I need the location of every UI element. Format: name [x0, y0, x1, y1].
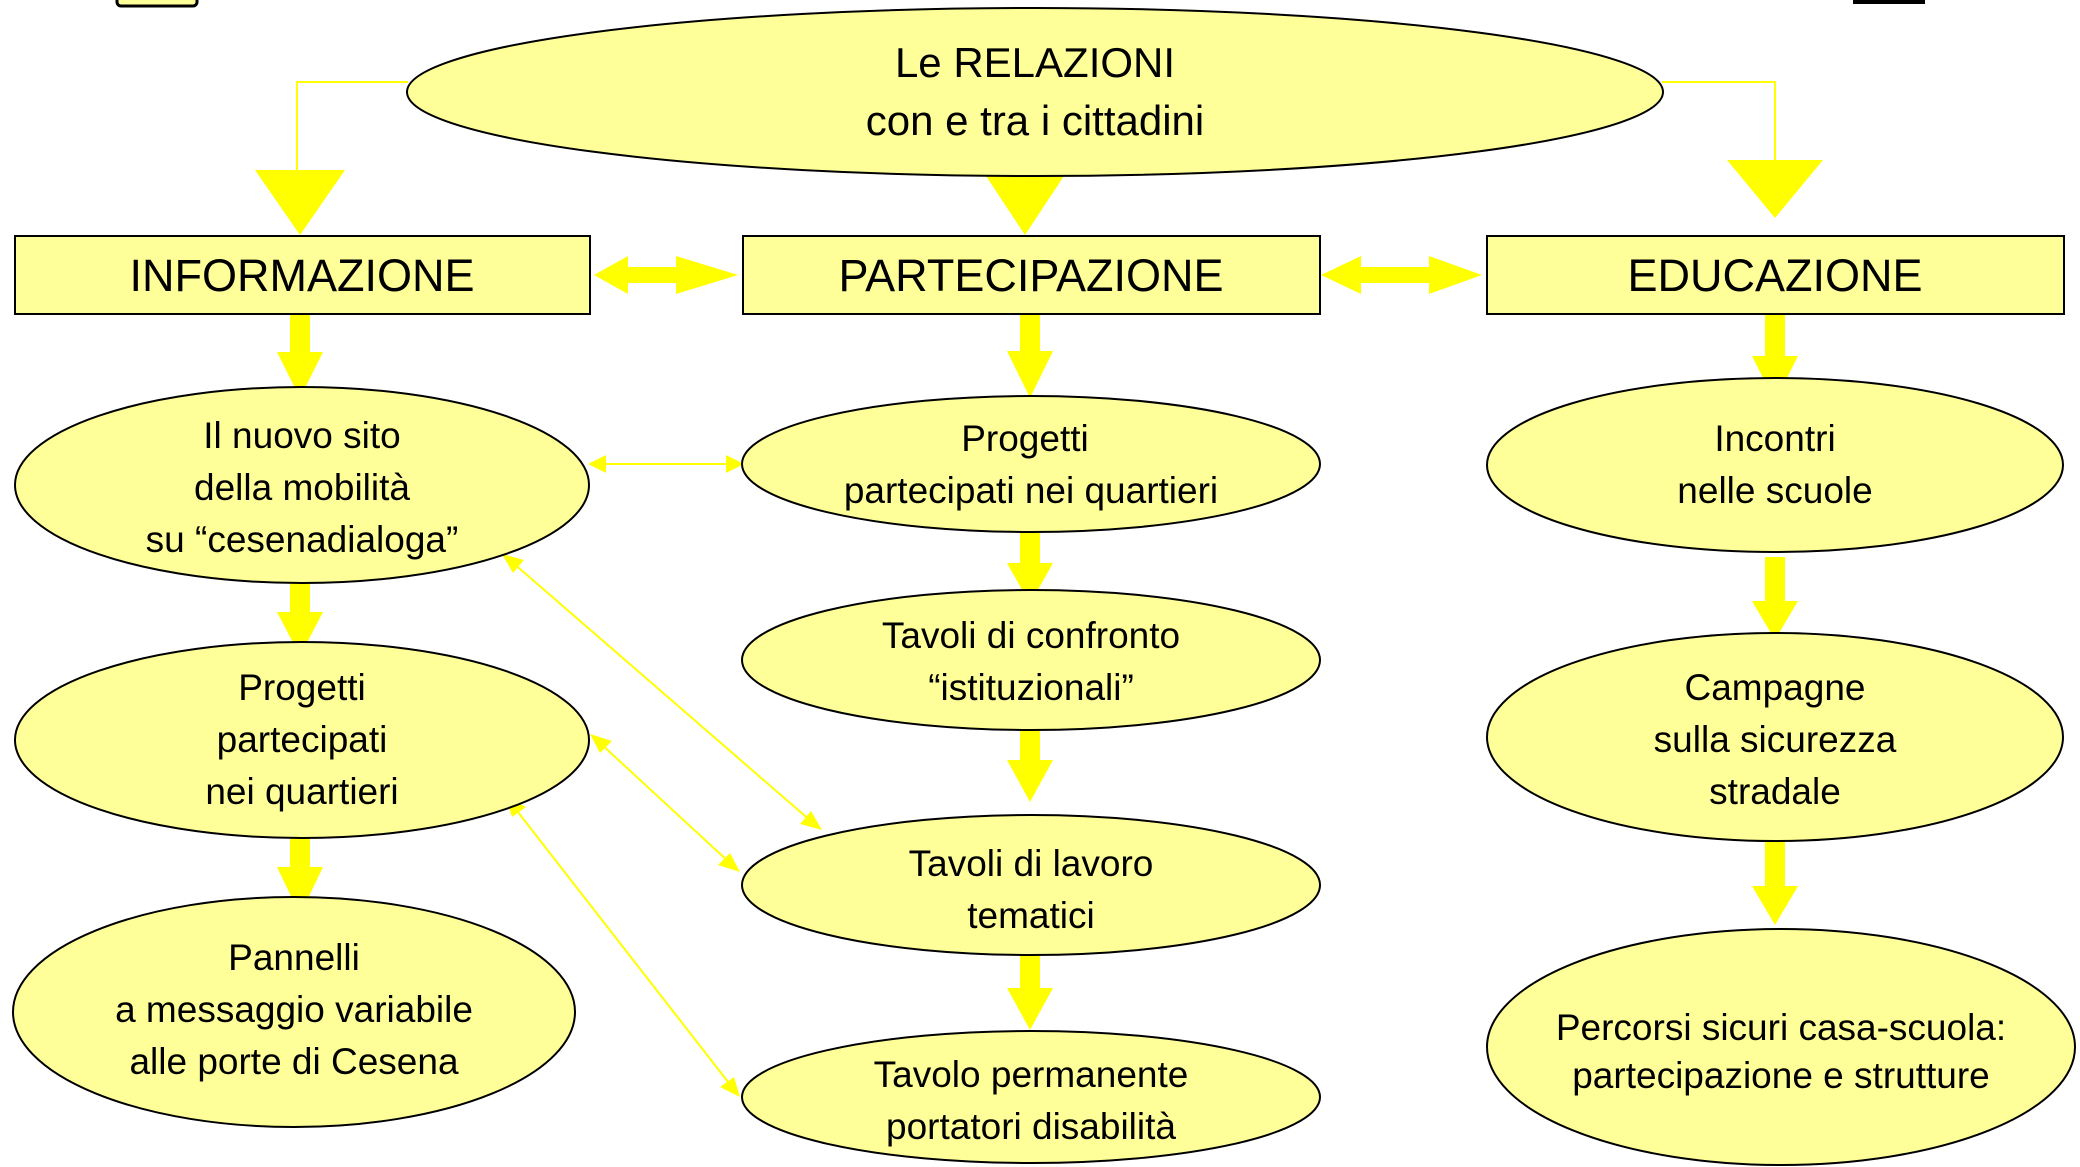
- node-tavoli-confronto: Tavoli di confronto “istituzionali”: [741, 589, 1321, 731]
- header-educazione: EDUCAZIONE: [1486, 235, 2065, 315]
- node-progetti-partecipazione-line-2: partecipati nei quartieri: [844, 470, 1218, 511]
- node-progetti-informazione: Progetti partecipati nei quartieri: [14, 641, 590, 839]
- node-progetti-partecipazione: Progetti partecipati nei quartieri: [741, 395, 1321, 533]
- header-partecipazione: PARTECIPAZIONE: [742, 235, 1321, 315]
- node-percorsi-line-1: Percorsi sicuri casa-scuola:: [1556, 1007, 2006, 1048]
- node-percorsi-line-2: partecipazione e strutture: [1572, 1055, 1990, 1096]
- node-tavoli-lavoro: Tavoli di lavoro tematici: [741, 814, 1321, 956]
- cross-link-progetti-tavoli-lavoro: [590, 734, 740, 872]
- root-line-2: con e tra i cittadini: [866, 97, 1205, 144]
- corner-logo-right: [1853, 0, 1925, 4]
- header-informazione-label: INFORMAZIONE: [130, 250, 475, 301]
- root-to-educazione-arrowhead: [1727, 160, 1823, 218]
- node-nuovo-sito-line-2: della mobilità: [194, 467, 410, 508]
- header-informazione: INFORMAZIONE: [14, 235, 591, 315]
- node-incontri-line-2: nelle scuole: [1677, 470, 1872, 511]
- informazione-partecipazione-double-arrow: [594, 256, 738, 294]
- cross-link-sito-progetti: [588, 455, 744, 473]
- node-progetti-informazione-line-1: Progetti: [238, 667, 366, 708]
- corner-logo-left: [115, 0, 199, 8]
- node-progetti-partecipazione-line-1: Progetti: [961, 418, 1089, 459]
- root-to-informazione-arrowhead: [255, 170, 345, 235]
- node-campagne-line-3: stradale: [1709, 771, 1841, 812]
- node-incontri: Incontri nelle scuole: [1486, 377, 2064, 553]
- node-nuovo-sito-line-1: Il nuovo sito: [203, 415, 400, 456]
- node-percorsi: Percorsi sicuri casa-scuola: partecipazi…: [1486, 928, 2076, 1166]
- root-to-partecipazione-arrowhead: [986, 176, 1064, 235]
- root-to-informazione-line: [296, 81, 408, 172]
- node-tavolo-permanente-line-1: Tavolo permanente: [874, 1054, 1189, 1095]
- node-tavolo-permanente: Tavolo permanente portatori disabilità: [741, 1030, 1321, 1164]
- node-tavoli-confronto-line-2: “istituzionali”: [928, 667, 1134, 708]
- educazione-down-arrows: [1752, 312, 1798, 925]
- node-campagne-line-1: Campagne: [1684, 667, 1865, 708]
- node-tavoli-lavoro-line-1: Tavoli di lavoro: [909, 843, 1154, 884]
- root-to-educazione-line: [1662, 81, 1776, 160]
- node-tavoli-lavoro-line-2: tematici: [967, 895, 1094, 936]
- node-tavoli-confronto-line-1: Tavoli di confronto: [882, 615, 1180, 656]
- node-progetti-informazione-line-2: partecipati: [217, 719, 388, 760]
- node-progetti-informazione-line-3: nei quartieri: [205, 771, 398, 812]
- node-pannelli-line-1: Pannelli: [228, 937, 360, 978]
- node-incontri-line-1: Incontri: [1714, 418, 1835, 459]
- node-tavolo-permanente-line-2: portatori disabilità: [886, 1106, 1176, 1147]
- root-node: Le RELAZIONI con e tra i cittadini: [406, 7, 1664, 177]
- partecipazione-down-arrows: [1007, 312, 1053, 1030]
- node-pannelli-line-2: a messaggio variabile: [115, 989, 473, 1030]
- cross-link-sito-tavoli-lavoro: [502, 554, 822, 830]
- node-nuovo-sito-line-3: su “cesenadialoga”: [146, 519, 459, 560]
- node-pannelli: Pannelli a messaggio variabile alle port…: [12, 896, 576, 1128]
- node-pannelli-line-3: alle porte di Cesena: [129, 1041, 459, 1082]
- partecipazione-educazione-double-arrow: [1321, 256, 1482, 294]
- root-line-1: Le RELAZIONI: [895, 39, 1175, 86]
- header-educazione-label: EDUCAZIONE: [1627, 250, 1922, 301]
- node-nuovo-sito: Il nuovo sito della mobilità su “cesenad…: [14, 386, 590, 584]
- node-campagne: Campagne sulla sicurezza stradale: [1486, 632, 2064, 842]
- header-partecipazione-label: PARTECIPAZIONE: [838, 250, 1223, 301]
- node-campagne-line-2: sulla sicurezza: [1654, 719, 1897, 760]
